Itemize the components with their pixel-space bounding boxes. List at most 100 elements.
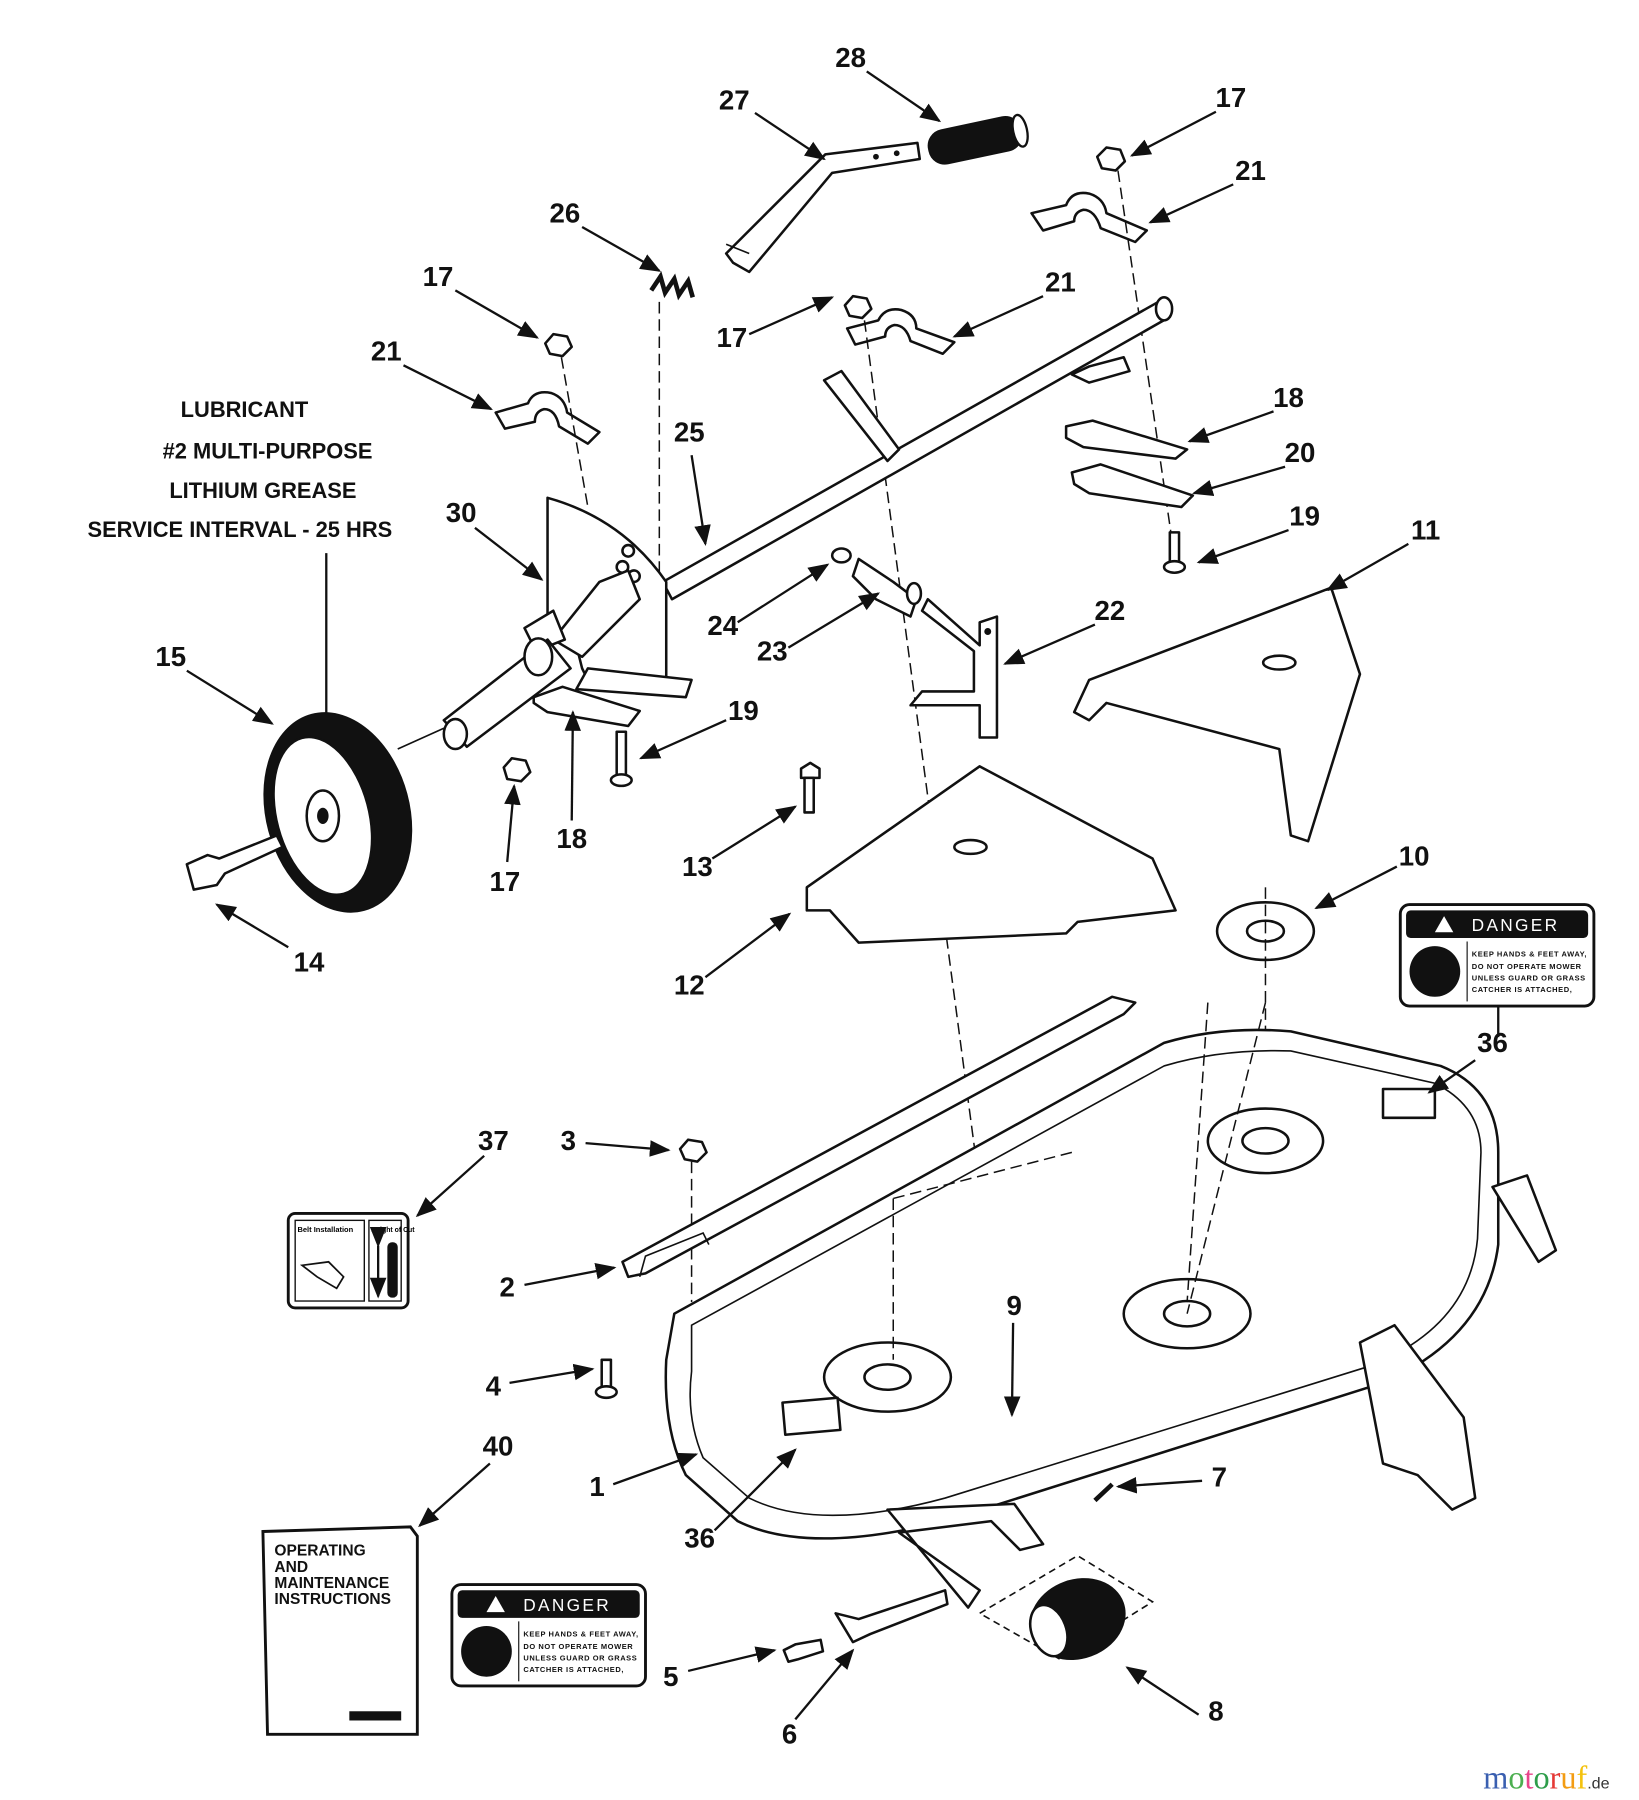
part-spacer (851, 557, 923, 618)
note-line: LUBRICANT (181, 397, 309, 422)
manual-line: AND (274, 1559, 308, 1576)
callout-number: 12 (674, 969, 705, 1000)
danger-line: DO NOT OPERATE MOWER (1472, 962, 1582, 971)
callout-arrow (524, 1262, 617, 1287)
callout-number: 13 (682, 851, 713, 882)
part-bracket (845, 308, 956, 356)
callout-40: 40 (418, 1430, 513, 1528)
callout-arrow (1003, 1322, 1021, 1418)
callout-arrow (794, 1648, 855, 1721)
callout-arrow (474, 526, 544, 581)
watermark-letter: t (1524, 1759, 1533, 1795)
callout-number: 21 (371, 336, 402, 367)
operating-manual: OPERATING AND MAINTENANCE INSTRUCTIONS (261, 1525, 419, 1736)
callout-21: 21 (1148, 155, 1266, 224)
part-mower-deck (664, 1028, 1558, 1540)
callout-arrow (787, 592, 881, 649)
callout-17: 17 (490, 783, 521, 897)
callout-2: 2 (500, 1262, 617, 1302)
callout-number: 7 (1212, 1462, 1227, 1493)
danger-title: DANGER (1472, 915, 1560, 935)
callout-number: 8 (1208, 1695, 1223, 1726)
danger-line: UNLESS GUARD OR GRASS (1472, 974, 1586, 983)
callout-arrow (612, 1452, 699, 1486)
callout-arrow (713, 1448, 797, 1532)
callout-14: 14 (215, 903, 325, 977)
callout-number: 21 (1045, 267, 1076, 298)
part-height-bracket (523, 496, 693, 699)
part-nut (543, 332, 574, 358)
callout-arrow (1003, 623, 1096, 665)
callout-arrow (687, 1646, 777, 1673)
manual-line: MAINTENANCE (274, 1575, 389, 1592)
decal-left-title: Belt Installation (297, 1225, 353, 1234)
callout-18: 18 (1187, 382, 1304, 443)
callout-26: 26 (549, 197, 662, 272)
note-line: #2 MULTI-PURPOSE (163, 439, 373, 464)
part-wheel (263, 712, 413, 913)
callout-number: 19 (1289, 500, 1320, 531)
danger-title: DANGER (523, 1595, 611, 1615)
manual-line: INSTRUCTIONS (274, 1591, 391, 1608)
part-wheel-axle (442, 637, 572, 751)
callout-number: 30 (446, 497, 477, 528)
callout-arrow (581, 226, 662, 272)
part-rear-bracket (909, 597, 999, 739)
belt-height-decal: Belt Installation Height of Cut (286, 1212, 415, 1310)
callout-3: 3 (561, 1125, 671, 1157)
part-roller (978, 1554, 1155, 1661)
part-bolt (594, 1358, 618, 1400)
callout-28: 28 (835, 42, 942, 123)
callout-number: 28 (835, 42, 866, 73)
callout-arrow (754, 111, 826, 161)
danger-line: UNLESS GUARD OR GRASS (523, 1654, 637, 1663)
callout-arrow (418, 1462, 491, 1528)
callout-27: 27 (719, 84, 826, 161)
callout-arrow (711, 805, 798, 860)
callout-number: 23 (757, 635, 788, 666)
callout-arrow (748, 296, 835, 336)
callout-30: 30 (446, 497, 544, 581)
callout-7: 7 (1115, 1462, 1227, 1494)
callout-25: 25 (674, 416, 711, 546)
callout-number: 11 (1411, 514, 1440, 545)
callout-number: 3 (561, 1125, 576, 1156)
part-nut (1095, 146, 1127, 172)
callout-number: 22 (1095, 595, 1126, 626)
callout-18: 18 (556, 710, 587, 854)
callout-arrow (1196, 529, 1289, 564)
danger-line: DO NOT OPERATE MOWER (523, 1642, 633, 1651)
callout-number: 17 (717, 322, 748, 353)
callout-arrow (1187, 410, 1274, 443)
callout-37: 37 (415, 1125, 509, 1218)
callout-number: 9 (1007, 1290, 1022, 1321)
part-shoulder-bolt (185, 834, 284, 891)
part-nut (678, 1138, 708, 1163)
watermark-letter: o (1533, 1759, 1549, 1795)
callout-5: 5 (663, 1646, 777, 1692)
callout-arrow (186, 669, 274, 725)
decal-right-title: Height of Cut (371, 1227, 415, 1234)
callout-36: 36 (1427, 1027, 1508, 1094)
callout-arrow (454, 289, 539, 339)
danger-decal: DANGER KEEP HANDS & FEET AWAY, DO NOT OP… (450, 1583, 647, 1688)
callout-21: 21 (952, 267, 1076, 338)
callout-number: 21 (1235, 155, 1266, 186)
callout-arrow (1314, 865, 1398, 910)
note-line: LITHIUM GREASE (169, 478, 356, 503)
part-bolt (782, 1638, 825, 1663)
callout-number: 17 (1216, 82, 1247, 113)
part-spring (649, 271, 695, 301)
watermark-letter: o (1508, 1759, 1524, 1795)
danger-line: CATCHER IS ATTACHED, (523, 1665, 624, 1674)
watermark-letter: f (1576, 1759, 1587, 1795)
part-bolt (609, 730, 633, 788)
callout-10: 10 (1314, 840, 1430, 910)
callout-number: 17 (490, 866, 521, 897)
callout-number: 18 (1273, 382, 1304, 413)
callout-number: 10 (1399, 840, 1430, 871)
part-plate (1064, 419, 1189, 460)
part-plate (532, 685, 641, 728)
